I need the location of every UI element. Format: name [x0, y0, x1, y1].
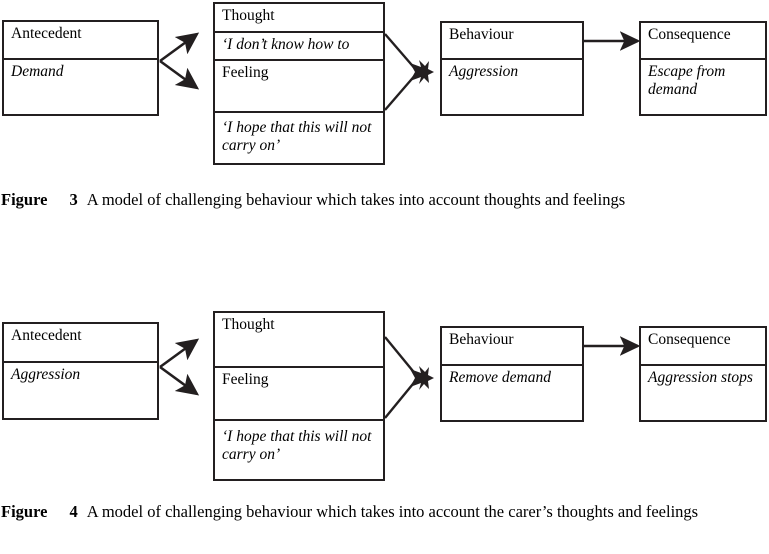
consequence-title: Consequence — [641, 328, 765, 366]
figure-4-caption-text: A model of challenging behaviour which t… — [86, 502, 699, 521]
figure-4-caption-number: 4 — [69, 502, 78, 521]
node-behaviour[interactable]: Behaviour Aggression — [440, 21, 584, 116]
consequence-title: Consequence — [641, 23, 765, 60]
connector-antecedent-to-thought — [159, 32, 200, 63]
figure-4-block: Antecedent Aggression Thought Feeling ‘I… — [0, 305, 769, 554]
antecedent-title: Antecedent — [4, 324, 157, 363]
behaviour-title: Behaviour — [442, 23, 582, 60]
feeling-title: Feeling — [215, 368, 383, 421]
node-consequence[interactable]: Consequence Escape from demand — [639, 21, 767, 116]
figure-3-caption-text: A model of challenging behaviour which t… — [86, 190, 626, 209]
connector-feeling-to-junction — [384, 72, 418, 111]
behaviour-title: Behaviour — [442, 328, 582, 366]
figure-3-block: Antecedent Demand Thought ‘I don’t know … — [0, 0, 769, 250]
feeling-value: ‘I hope that this will not carry on’ — [215, 421, 383, 477]
connector-junction-marker — [410, 60, 434, 84]
figure-4-caption: Figure 4 A model of challenging behaviour … — [1, 501, 768, 522]
connector-thought-to-junction — [384, 33, 418, 72]
connector-feeling-to-junction — [384, 378, 418, 419]
connector-junction-marker — [410, 366, 434, 390]
connector-antecedent-to-feeling — [159, 59, 200, 90]
thought-title: Thought — [215, 4, 383, 33]
node-antecedent[interactable]: Antecedent Aggression — [2, 322, 159, 420]
node-consequence[interactable]: Consequence Aggression stops — [639, 326, 767, 422]
antecedent-title: Antecedent — [4, 22, 157, 60]
node-behaviour[interactable]: Behaviour Remove demand — [440, 326, 584, 422]
feeling-title: Feeling — [215, 61, 383, 113]
connector-antecedent-to-feeling — [159, 365, 200, 396]
node-thought-feeling[interactable]: Thought Feeling ‘I hope that this will n… — [213, 311, 385, 481]
node-antecedent[interactable]: Antecedent Demand — [2, 20, 159, 116]
thought-title: Thought — [215, 313, 383, 368]
feeling-value: ‘I hope that this will not carry on’ — [215, 113, 383, 163]
connector-thought-to-junction — [384, 336, 418, 377]
connector-antecedent-to-thought — [159, 338, 200, 369]
figure-4-caption-label: Figure — [1, 502, 48, 521]
figure-3-caption-label: Figure — [1, 190, 48, 209]
antecedent-value: Demand — [4, 60, 157, 114]
figure-3-diagram: Antecedent Demand Thought ‘I don’t know … — [0, 0, 769, 180]
consequence-value: Escape from demand — [641, 60, 765, 114]
behaviour-value: Remove demand — [442, 366, 582, 420]
thought-value: ‘I don’t know how to — [215, 33, 383, 61]
behaviour-value: Aggression — [442, 60, 582, 114]
node-thought-feeling[interactable]: Thought ‘I don’t know how to Feeling ‘I … — [213, 2, 385, 165]
figure-3-caption: Figure 3 A model of challenging behaviour … — [1, 189, 768, 210]
consequence-value: Aggression stops — [641, 366, 765, 420]
antecedent-value: Aggression — [4, 363, 157, 418]
figure-4-diagram: Antecedent Aggression Thought Feeling ‘I… — [0, 305, 769, 490]
figure-3-caption-number: 3 — [69, 190, 78, 209]
